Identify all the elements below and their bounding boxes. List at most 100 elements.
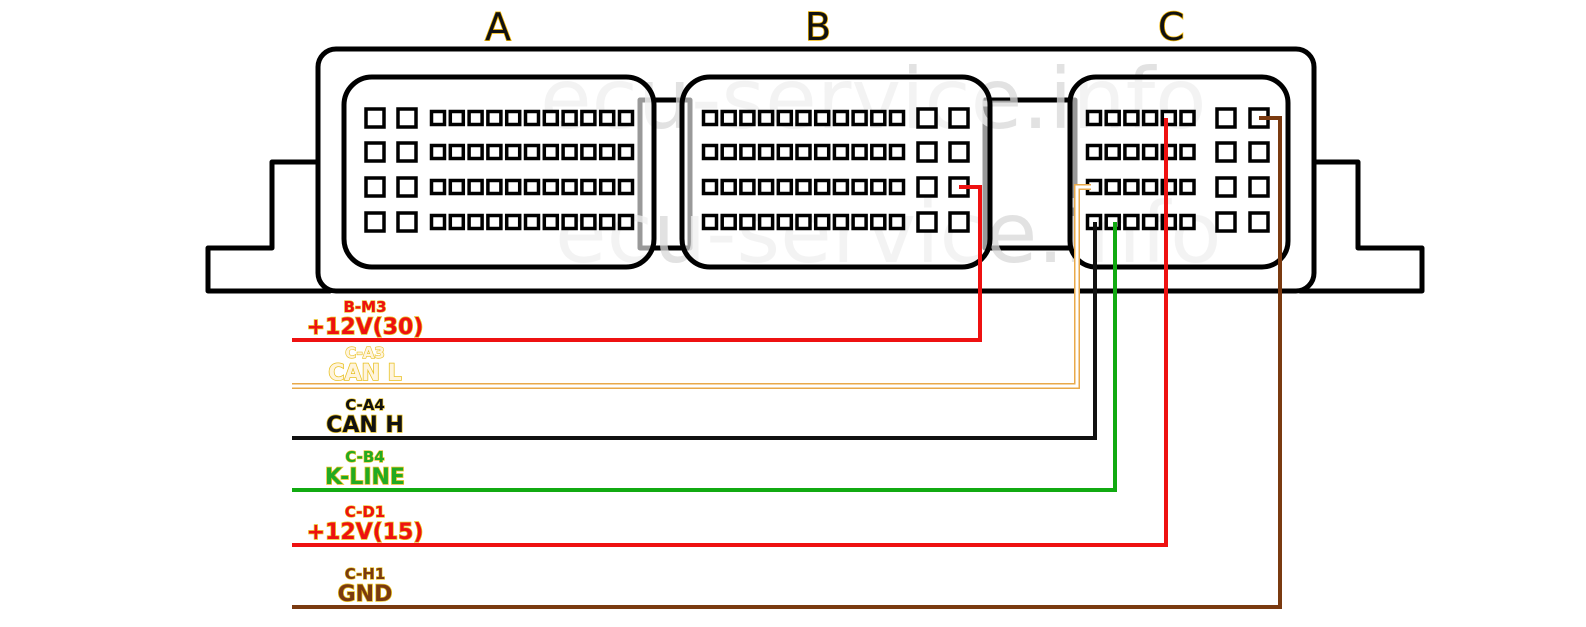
pin-a-r3-c11: [580, 178, 597, 196]
pin-c-r1-c7: [1215, 107, 1237, 129]
pin-c-r2-c2: [1104, 143, 1121, 161]
pin-a-r1-c11: [580, 109, 597, 127]
connector-b: B: [679, 4, 993, 270]
pin-a-r2-c6: [486, 143, 503, 161]
pin-a-r3-c2: [396, 176, 418, 198]
pin-a-r3-c8: [523, 178, 541, 196]
pin-b-r2-c1: [701, 143, 719, 161]
pin-c-r2-c7: [1215, 141, 1237, 163]
connector-c: C: [1067, 4, 1291, 270]
pin-a-r1-c1: [364, 107, 386, 129]
pin-a-r1-c7: [504, 109, 522, 127]
pin-a-r1-c12: [598, 109, 616, 127]
pin-b-r2-c6: [795, 143, 812, 161]
pin-b-r1-c9: [851, 109, 868, 127]
wire-signal-name: CAN L: [328, 361, 401, 386]
pin-a-r2-c9: [542, 143, 560, 161]
pin-a-r4-c5: [467, 213, 484, 231]
pin-b-r4-c6: [795, 213, 812, 231]
pin-b-r2-c3: [739, 143, 756, 161]
pin-a-r3-c3: [429, 178, 447, 196]
pin-b-r1-c7: [813, 109, 831, 127]
pin-a-r4-c1: [364, 211, 386, 233]
pin-a-r4-c13: [617, 213, 635, 231]
pin-c-r3-c8: [1248, 176, 1270, 198]
pin-b-r3-c9: [851, 178, 868, 196]
wire-pin-code: C-B4: [345, 448, 384, 466]
wire-pin-code: C-H1: [345, 565, 386, 583]
pin-a-r1-c6: [486, 109, 503, 127]
wire-pin-code: B-M3: [343, 298, 386, 316]
pin-b-r1-c3: [739, 109, 756, 127]
pin-a-r4-c12: [598, 213, 616, 231]
pin-b-r3-c5: [776, 178, 794, 196]
pin-b-r1-c6: [795, 109, 812, 127]
housing-left-tab: [205, 159, 333, 294]
pin-a-r1-c8: [523, 109, 541, 127]
pin-b-r2-c4: [757, 143, 775, 161]
pin-b-r3-c3: [739, 178, 756, 196]
pin-c-r3-c4: [1141, 178, 1159, 196]
pin-b-r3-c1: [701, 178, 719, 196]
pin-a-r2-c8: [523, 143, 541, 161]
pin-b-r3-c7: [813, 178, 831, 196]
pin-a-r3-c1: [364, 176, 386, 198]
pin-b-r3-c6: [795, 178, 812, 196]
pin-a-r2-c3: [429, 143, 447, 161]
wire-signal-name: K-LINE: [325, 465, 405, 490]
pin-a-r2-c10: [561, 143, 578, 161]
pin-a-r1-c5: [467, 109, 484, 127]
pin-c-r3-c7: [1215, 176, 1237, 198]
pin-b-r3-c8: [832, 178, 850, 196]
pin-a-r1-c3: [429, 109, 447, 127]
pin-c-r1-c6: [1179, 109, 1196, 127]
wire-pin-code: C-A3: [345, 344, 385, 362]
connector-a-shell: [341, 74, 657, 270]
connector-a-pins: [364, 107, 635, 233]
pin-c-b4-highlighted: [1104, 213, 1121, 231]
pin-a-r4-c6: [486, 213, 503, 231]
pin-b-r3-c11: [888, 178, 906, 196]
pin-c-r3-c2: [1104, 178, 1121, 196]
pin-b-r4-c4: [757, 213, 775, 231]
pin-b-r4-c8: [832, 213, 850, 231]
pin-a-r2-c12: [598, 143, 616, 161]
pin-a-r4-c8: [523, 213, 541, 231]
pin-c-r4-c7: [1215, 211, 1237, 233]
wire-signal-name: +12V(15): [307, 520, 424, 545]
pin-a-r2-c1: [364, 141, 386, 163]
wire-c-b4: [292, 222, 1117, 492]
pin-b-r4-c13: [948, 211, 970, 233]
pin-b-r2-c8: [832, 143, 850, 161]
pin-b-r4-c11: [888, 213, 906, 231]
pin-b-r1-c11: [888, 109, 906, 127]
connector-b-label: B: [805, 5, 831, 49]
pin-a-r4-c11: [580, 213, 597, 231]
pin-c-r3-c3: [1123, 178, 1140, 196]
pin-b-r1-c10: [870, 109, 887, 127]
pin-a-r2-c13: [617, 143, 635, 161]
pin-b-r2-c13: [948, 141, 970, 163]
pin-c-r4-c3: [1123, 213, 1140, 231]
pin-c-r1-c3: [1123, 109, 1140, 127]
connector-c-shell: [1067, 74, 1291, 270]
pin-b-r1-c1: [701, 109, 719, 127]
pin-c-r3-c6: [1179, 178, 1196, 196]
pin-a-r1-c10: [561, 109, 578, 127]
pin-a-r4-c9: [542, 213, 560, 231]
pin-b-r4-c3: [739, 213, 756, 231]
pin-a-r4-c2: [396, 211, 418, 233]
connectors: A B C: [341, 4, 1291, 270]
pin-c-r2-c1: [1085, 143, 1103, 161]
wire-c-d1: [292, 118, 1168, 547]
connector-b-pins: [701, 107, 970, 233]
pin-a-r3-c10: [561, 178, 578, 196]
pin-a-r1-c13: [617, 109, 635, 127]
pin-c-r1-c2: [1104, 109, 1121, 127]
pin-b-r1-c8: [832, 109, 850, 127]
wire-signal-name: GND: [338, 582, 393, 607]
wire-c-a3: [292, 185, 1091, 388]
pin-a-r1-c4: [448, 109, 466, 127]
